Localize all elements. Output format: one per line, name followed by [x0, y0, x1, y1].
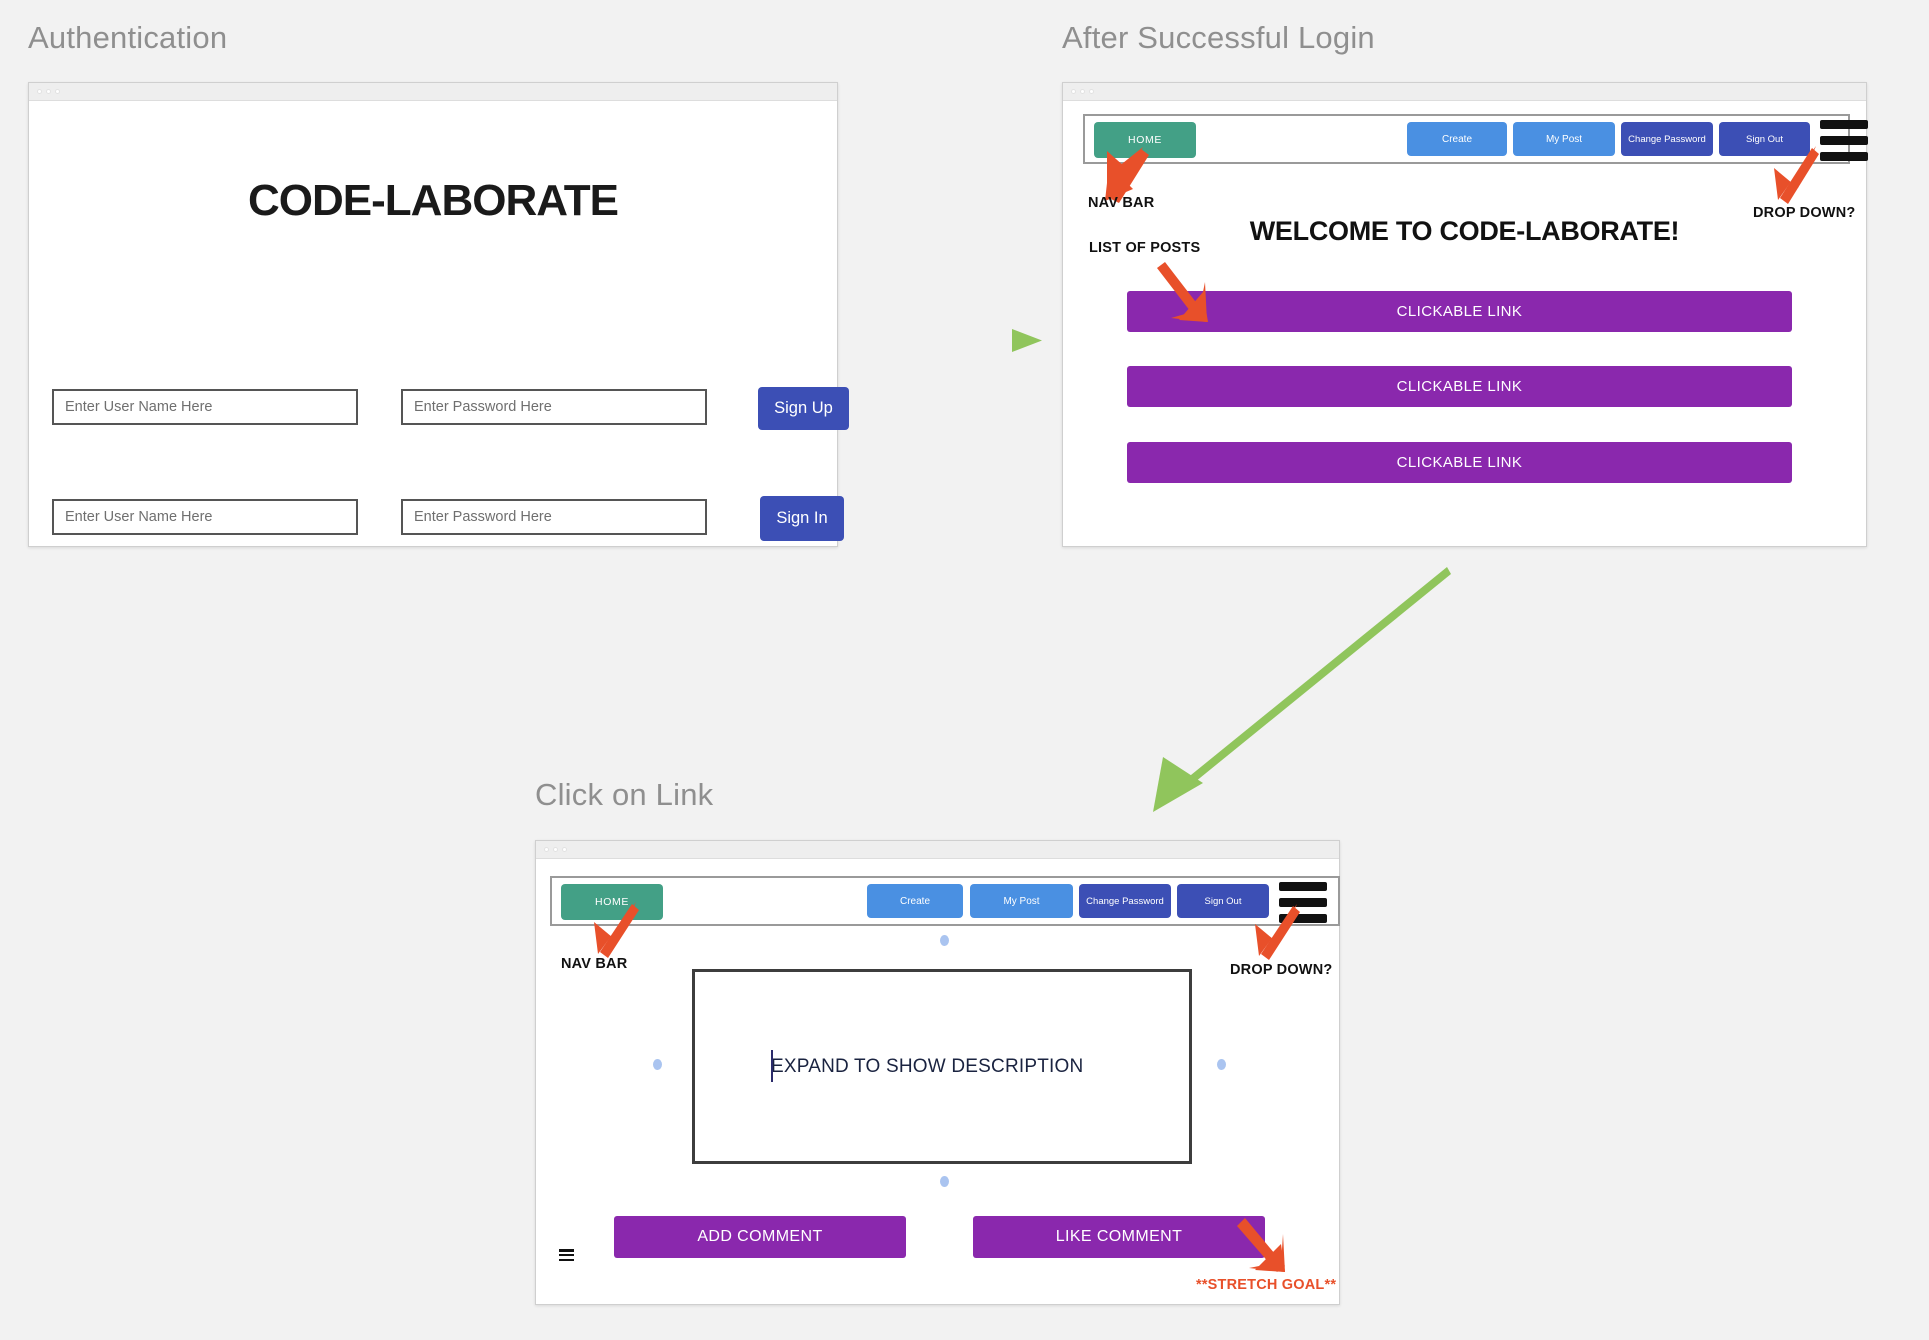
hamburger-menu-icon[interactable] — [1279, 882, 1327, 923]
hamburger-menu-icon[interactable] — [1820, 120, 1868, 161]
description-placeholder-text: EXPAND TO SHOW DESCRIPTION — [771, 1055, 1084, 1077]
callout-arrow-drop-down — [1774, 146, 1819, 204]
post-clickable-link[interactable]: CLICKABLE LINK — [1127, 366, 1792, 407]
nav-change-password-button[interactable]: Change Password — [1079, 884, 1171, 918]
auth-window-body: CODE-LABORATE Enter User Name Here Enter… — [29, 101, 849, 546]
post-clickable-link[interactable]: CLICKABLE LINK — [1127, 442, 1792, 483]
annotation-nav-bar: NAV BAR — [1088, 195, 1155, 211]
detail-nav-bar: HOME Create My Post Change Password Sign… — [550, 876, 1340, 926]
window-dot-icon — [562, 847, 567, 852]
like-comment-button[interactable]: LIKE COMMENT — [973, 1216, 1265, 1258]
nav-change-password-button[interactable]: Change Password — [1621, 122, 1713, 156]
selection-handle-top[interactable] — [940, 935, 949, 946]
annotation-stretch-goal: **STRETCH GOAL** — [1196, 1277, 1337, 1293]
detail-window: HOME Create My Post Change Password Sign… — [535, 840, 1340, 1305]
annotation-nav-bar: NAV BAR — [561, 956, 628, 972]
post-clickable-link[interactable]: CLICKABLE LINK — [1127, 291, 1792, 332]
window-dot-icon — [1080, 89, 1085, 94]
home-nav-bar: HOME Create My Post Change Password Sign… — [1083, 114, 1868, 164]
post-description-box[interactable]: EXPAND TO SHOW DESCRIPTION — [692, 969, 1192, 1164]
nav-sign-out-button[interactable]: Sign Out — [1719, 122, 1810, 156]
window-titlebar — [29, 83, 837, 101]
flow-arrow-home-to-detail — [1153, 567, 1451, 812]
add-comment-button[interactable]: ADD COMMENT — [614, 1216, 906, 1258]
window-dot-icon — [1071, 89, 1076, 94]
nav-sign-out-button[interactable]: Sign Out — [1177, 884, 1269, 918]
window-titlebar — [536, 841, 1339, 859]
nav-create-button[interactable]: Create — [1407, 122, 1507, 156]
panel-title-after-login: After Successful Login — [1062, 20, 1375, 55]
text-caret — [771, 1050, 773, 1082]
welcome-heading: WELCOME TO CODE-LABORATE! — [1249, 216, 1680, 246]
sign-up-button[interactable]: Sign Up — [758, 387, 849, 430]
window-dot-icon — [46, 89, 51, 94]
selection-handle-bottom[interactable] — [940, 1176, 949, 1187]
panel-title-authentication: Authentication — [28, 20, 228, 55]
signup-username-input[interactable]: Enter User Name Here — [52, 389, 358, 425]
callout-arrow-drop-down — [1255, 904, 1300, 960]
callout-arrow-stretch-goal — [1237, 1218, 1285, 1272]
signup-password-input[interactable]: Enter Password Here — [401, 389, 707, 425]
callout-arrow-nav-bar — [594, 902, 639, 958]
window-dot-icon — [553, 847, 558, 852]
window-dot-icon — [55, 89, 60, 94]
callout-arrow-list-of-posts — [1157, 262, 1208, 322]
window-titlebar — [1063, 83, 1866, 101]
footer-hamburger-menu-icon[interactable] — [559, 1249, 574, 1261]
annotation-drop-down: DROP DOWN? — [1753, 205, 1856, 221]
flow-arrow-auth-to-home — [864, 329, 1042, 352]
home-window: HOME Create My Post Change Password Sign… — [1062, 82, 1868, 547]
annotation-drop-down: DROP DOWN? — [1230, 962, 1333, 978]
nav-home-button[interactable]: HOME — [561, 884, 663, 920]
nav-my-post-button[interactable]: My Post — [1513, 122, 1615, 156]
sign-in-button[interactable]: Sign In — [760, 496, 844, 541]
panel-title-click-on-link: Click on Link — [535, 777, 714, 812]
signin-username-input[interactable]: Enter User Name Here — [52, 499, 358, 535]
nav-create-button[interactable]: Create — [867, 884, 963, 918]
annotation-list-of-posts: LIST OF POSTS — [1089, 240, 1201, 256]
window-dot-icon — [544, 847, 549, 852]
home-window-body: HOME Create My Post Change Password Sign… — [1063, 101, 1868, 546]
window-dot-icon — [37, 89, 42, 94]
callout-arrow-nav-bar — [1105, 147, 1149, 203]
nav-my-post-button[interactable]: My Post — [970, 884, 1073, 918]
window-dot-icon — [1089, 89, 1094, 94]
auth-window: CODE-LABORATE Enter User Name Here Enter… — [28, 82, 849, 547]
signin-password-input[interactable]: Enter Password Here — [401, 499, 707, 535]
detail-window-body: HOME Create My Post Change Password Sign… — [536, 859, 1340, 1304]
selection-handle-right[interactable] — [1217, 1059, 1226, 1070]
selection-handle-left[interactable] — [653, 1059, 662, 1070]
app-brand-title: CODE-LABORATE — [248, 176, 619, 225]
